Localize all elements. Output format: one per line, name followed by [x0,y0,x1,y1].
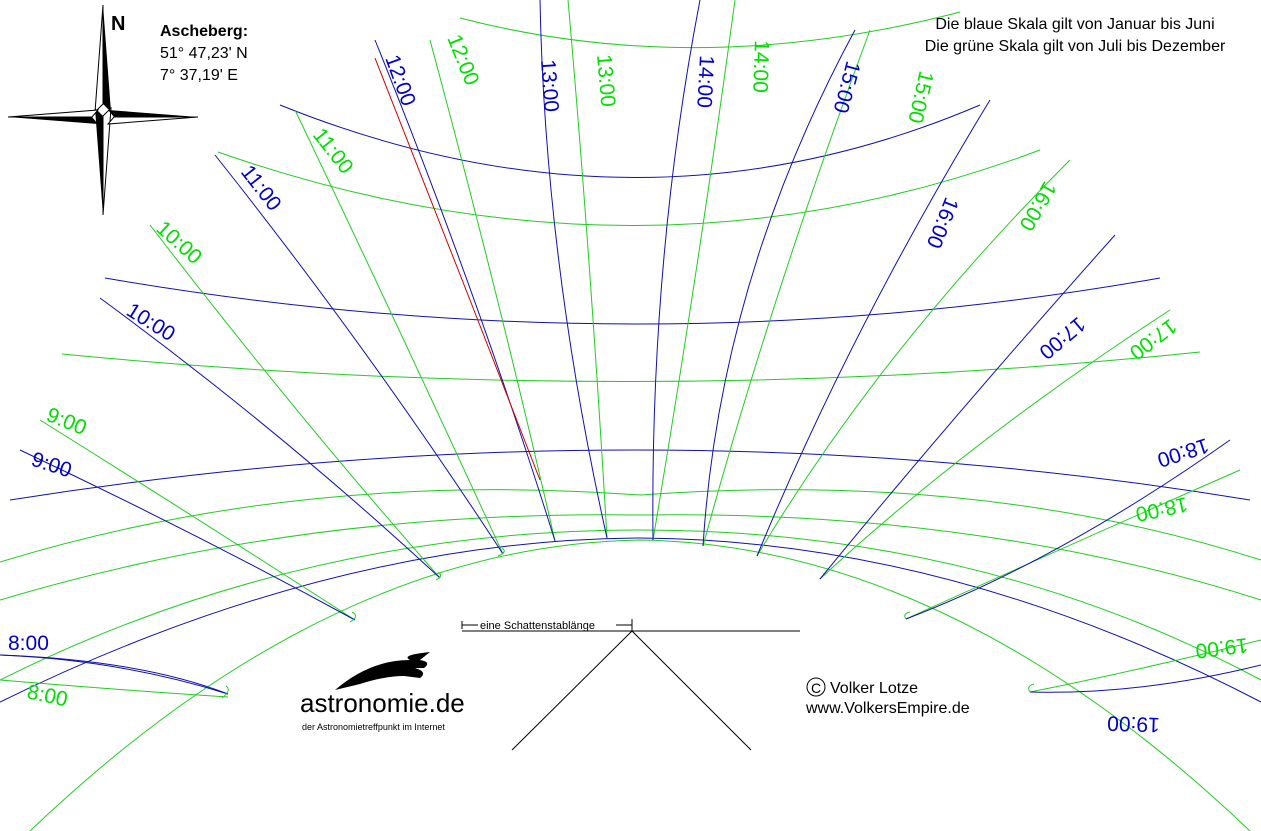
blue-label-11: 11:00 [236,161,286,215]
blue-label-12: 12:00 [380,52,420,109]
green-label-13: 13:00 [592,53,619,107]
noon-marker-line [374,57,541,481]
blue-label-19: 19:00 [1107,711,1160,736]
green-label-18: 18:00 [1134,492,1190,525]
green-label-15: 15:00 [903,69,937,125]
location-latitude: 51° 47,23' N [160,45,248,62]
copyright-symbol: C [811,680,821,696]
location-info: Ascheberg: 51° 47,23' N 7° 37,19' E [160,23,248,84]
blue-label-10: 10:00 [122,299,179,346]
astronomie-logo: astronomie.de der Astronomietreffpunkt i… [300,652,465,732]
blue-label-13: 13:00 [536,59,563,113]
shadow-scale: eine Schattenstablänge [461,619,800,751]
scale-legend: Die blaue Skala gilt von Januar bis Juni… [925,16,1226,55]
blue-hour-lines [0,0,1261,695]
green-date-curves [0,11,1261,831]
copyright-icon [806,677,826,697]
legend-blue-line: Die blaue Skala gilt von Januar bis Juni [935,16,1214,33]
green-label-14: 14:00 [748,40,773,93]
green-label-12: 12:00 [442,31,483,88]
blue-label-8: 8:00 [8,632,49,655]
credits-website: www.VolkersEmpire.de [805,700,970,717]
credits-author: Volker Lotze [830,680,918,697]
blue-label-17: 17:00 [1035,312,1090,363]
green-label-10: 10:00 [152,217,206,269]
blue-label-14: 14:00 [692,55,718,109]
green-label-9: 9:00 [43,403,90,440]
green-hour-labels: 8:00 9:00 10:00 11:00 12:00 13:00 14:00 … [25,31,1249,711]
green-hour-lines [0,0,1261,698]
credits: C Volker Lotze www.VolkersEmpire.de [805,677,970,717]
location-longitude: 7° 37,19' E [160,67,238,84]
north-letter: N [111,13,125,35]
green-label-16: 16:00 [1014,178,1060,235]
logo-tagline: der Astronomietreffpunkt im Internet [302,722,445,732]
blue-date-curves [0,104,1261,703]
green-label-19: 19:00 [1194,633,1249,662]
scale-label: eine Schattenstablänge [480,620,595,632]
logo-text: astronomie.de [300,688,465,718]
comet-icon [335,652,430,690]
legend-green-line: Die grüne Skala gilt von Juli bis Dezemb… [925,38,1226,55]
blue-hour-labels: 8:00 9:00 10:00 11:00 12:00 13:00 14:00 … [8,52,1212,736]
green-label-11: 11:00 [308,124,358,178]
blue-label-18: 18:00 [1154,433,1211,471]
compass-rose: N [7,4,199,216]
blue-label-16: 16:00 [922,194,963,251]
location-name: Ascheberg: [160,23,248,40]
blue-label-15: 15:00 [829,59,865,116]
cusp-marks [221,547,1035,699]
blue-label-9: 9:00 [28,448,74,483]
